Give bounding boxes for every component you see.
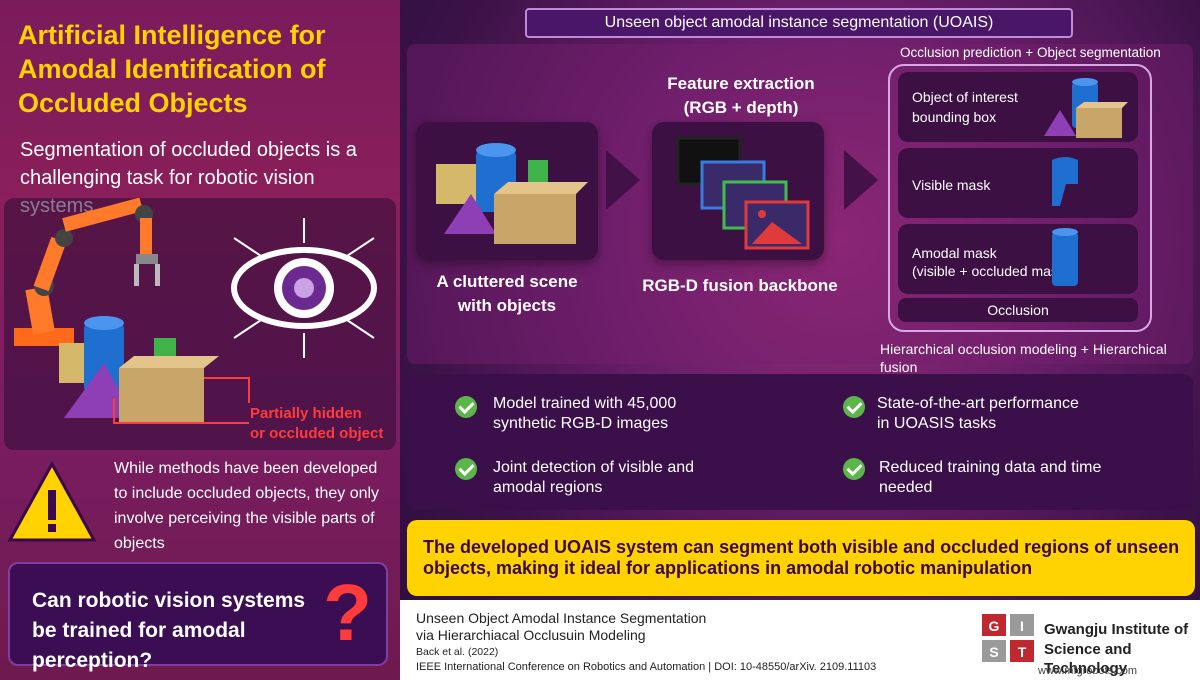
check-icon: [843, 458, 865, 480]
cell3-line1: Amodal mask: [912, 245, 997, 261]
warning-icon: [7, 460, 97, 542]
visible-mask-icon: [1052, 157, 1078, 206]
svg-text:I: I: [1020, 618, 1024, 634]
footer: Unseen Object Amodal Instance Segmentati…: [400, 600, 1200, 680]
stage2-top-1: Feature extraction: [667, 74, 815, 93]
feature-2-line1: State-of-the-art performance: [877, 395, 1079, 412]
stage1-caption-1: A cluttered scene: [436, 272, 578, 291]
left-panel: Artificial Intelligence for Amodal Ident…: [0, 0, 400, 680]
conclusion-box: The developed UOAIS system can segment b…: [407, 520, 1195, 596]
feature-1-line2: synthetic RGB-D images: [493, 415, 669, 432]
feature-4-line1: Reduced training data and time: [879, 459, 1102, 476]
feature-3-line1: Joint detection of visible and: [493, 459, 695, 476]
objects-icon: [436, 143, 588, 244]
pipeline-header: Unseen object amodal instance segmentati…: [525, 8, 1073, 38]
feature-3-line2: amodal regions: [493, 479, 603, 496]
check-icon: [843, 396, 865, 418]
bottom-note: Hierarchical occlusion modeling + Hierar…: [880, 341, 1167, 375]
conclusion-text: The developed UOAIS system can segment b…: [423, 537, 1180, 578]
amodal-mask-cell: Amodal mask (visible + occluded mask): [898, 224, 1138, 294]
occluded-label-2: or occluded object: [250, 425, 384, 442]
site-watermark: www.mfgrobots.com: [1038, 665, 1138, 677]
cell1-line2: bounding box: [912, 109, 997, 125]
check-icon: [455, 458, 477, 480]
stage3-top: Occlusion prediction + Object segmentati…: [900, 45, 1161, 60]
svg-text:T: T: [1018, 644, 1027, 660]
visible-mask-cell: Visible mask: [898, 148, 1138, 218]
arrow-icon: [606, 150, 640, 210]
feature-1-line1: Model trained with 45,000: [493, 395, 677, 412]
bounding-box-icon: [1044, 78, 1128, 138]
authors: Back et al. (2022): [416, 646, 499, 658]
check-icon: [455, 396, 477, 418]
occluded-label-1: Partially hidden: [250, 405, 362, 422]
question-text: Can robotic vision systems be trained fo…: [32, 589, 306, 672]
cell3-line2: (visible + occluded mask): [912, 263, 1070, 279]
paper-title-line1: Unseen Object Amodal Instance Segmentati…: [416, 610, 707, 626]
venue: IEEE International Conference on Robotic…: [416, 661, 877, 673]
cell2-label: Visible mask: [912, 177, 991, 193]
warning-text: While methods have been developed to inc…: [114, 460, 380, 552]
arrow-icon: [844, 150, 878, 210]
stage2-caption: RGB-D fusion backbone: [642, 276, 838, 295]
svg-text:G: G: [989, 618, 1000, 634]
infographic-title: Artificial Intelligence for Amodal Ident…: [18, 20, 326, 118]
gist-logo: G I S T: [982, 614, 1034, 662]
org-name-line1: Gwangju Institute of: [1044, 621, 1189, 638]
question-box: Can robotic vision systems be trained fo…: [8, 562, 388, 672]
feature-2-line2: in UOASIS tasks: [877, 415, 997, 432]
stage2-top-2: (RGB + depth): [683, 98, 799, 117]
cell1-line1: Object of interest: [912, 89, 1018, 105]
org-name-line2: Science and Technology: [1044, 641, 1132, 677]
ai-eye-icon: [231, 218, 377, 358]
output-box: [888, 64, 1152, 332]
fusion-stage: [652, 122, 824, 260]
occlusion-cell: Occlusion: [898, 298, 1138, 322]
robot-arm-illustration: [14, 197, 377, 424]
feature-4-line2: needed: [879, 479, 933, 496]
cluttered-scene-stage: [416, 122, 598, 260]
svg-text:S: S: [989, 644, 998, 660]
amodal-mask-icon: [1052, 228, 1078, 286]
stage1-caption-2: with objects: [457, 296, 557, 315]
bbox-cell: Object of interest bounding box: [898, 72, 1138, 142]
image-stack-icon: [676, 136, 810, 250]
robot-scene: Partially hidden or occluded object: [4, 197, 396, 450]
paper-title-line2: via Hierarchiacal Occlusuin Modeling: [416, 627, 646, 643]
question-mark: ?: [323, 568, 372, 657]
features-panel: Model trained with 45,000 synthetic RGB-…: [407, 374, 1193, 510]
